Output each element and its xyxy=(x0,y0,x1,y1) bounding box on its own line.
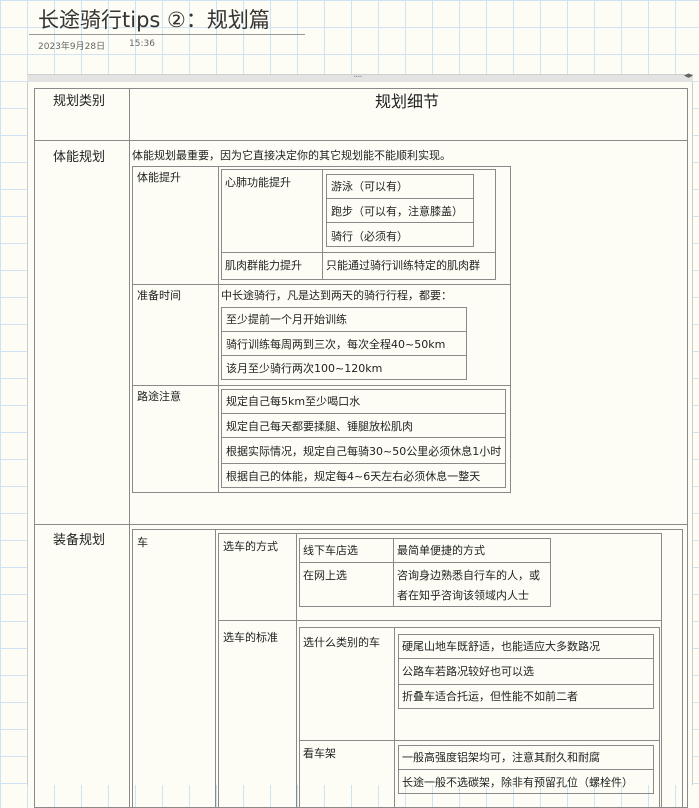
frame-label: 看车架 xyxy=(303,747,336,760)
type-item-box-3 xyxy=(398,684,654,709)
container-resize-bar[interactable]: ···· ◂▸ xyxy=(27,71,693,83)
method-2-desc-line-1: 咨询身边熟悉自行车的人，或 xyxy=(397,569,540,582)
bike-label-cell xyxy=(132,529,216,808)
cardio-item-3: 骑行（必须有） xyxy=(331,230,408,243)
standard-label: 选车的标准 xyxy=(223,631,278,644)
method-label: 选车的方式 xyxy=(223,540,278,553)
route-item-2: 规定自己每天都要揉腿、锤腿放松肌肉 xyxy=(226,420,413,433)
method-2-desc-cell xyxy=(393,562,551,607)
muscle-value-cell xyxy=(322,252,496,280)
equipment-category: 装备规划 xyxy=(53,533,106,548)
bike-label: 车 xyxy=(137,536,148,549)
boost-label: 体能提升 xyxy=(137,171,181,184)
header-detail: 规划细节 xyxy=(375,92,440,111)
type-item-3: 折叠车适合托运，但性能不如前二者 xyxy=(402,690,578,703)
method-2-name: 在网上选 xyxy=(303,569,347,582)
prep-item-1: 至少提前一个月开始训练 xyxy=(226,313,347,326)
prep-label: 准备时间 xyxy=(137,289,181,302)
header-category: 规划类别 xyxy=(53,94,106,109)
cardio-item-2: 跑步（可以有，注意膝盖） xyxy=(331,205,463,218)
type-item-1: 硬尾山地车既舒适，也能适应大多数路况 xyxy=(402,640,600,653)
prep-intro: 中长途骑行，凡是达到两天的骑行行程，都要： xyxy=(221,289,452,302)
page-title: 长途骑行tips ②：规划篇 xyxy=(38,8,270,32)
route-item-1: 规定自己每5km至少喝口水 xyxy=(226,395,361,408)
route-label: 路途注意 xyxy=(137,390,181,403)
prep-item-box-3 xyxy=(221,355,467,380)
drag-grip-icon[interactable]: ···· xyxy=(353,72,363,83)
method-1-name: 线下车店选 xyxy=(303,544,358,557)
physical-intro: 体能规划最重要，因为它直接决定你的其它规划能不能顺利实现。 xyxy=(132,149,451,162)
route-item-box-4 xyxy=(221,463,506,488)
note-time: 15:36 xyxy=(129,39,155,49)
cardio-item-box-3 xyxy=(326,222,474,247)
route-item-4: 根据自己的体能，规定每4~6天左右必须休息一整天 xyxy=(226,470,481,483)
title-divider xyxy=(29,34,305,35)
equipment-category-cell xyxy=(34,524,130,808)
resize-arrows-icon[interactable]: ◂▸ xyxy=(683,71,693,81)
prep-item-2: 骑行训练每周两到三次，每次全程40~50km xyxy=(226,338,446,351)
frame-item-2: 长途一般不选碳架，除非有预留孔位（螺栓件） xyxy=(402,776,633,789)
type-label: 选什么类别的车 xyxy=(303,636,380,649)
standard-label-cell xyxy=(218,620,297,808)
muscle-value: 只能通过骑行训练特定的肌肉群 xyxy=(326,259,480,272)
physical-category: 体能规划 xyxy=(53,150,106,165)
frame-item-1: 一般高强度铝架均可，注意其耐久和耐腐 xyxy=(402,751,600,764)
cardio-item-1: 游泳（可以有） xyxy=(331,180,408,193)
note-container: 规划类别 规划细节 体能规划 体能规划最重要，因为它直接决定你的其它规划能不能顺… xyxy=(27,82,693,808)
muscle-label: 肌肉群能力提升 xyxy=(225,259,302,272)
prep-item-3: 该月至少骑行两次100~120km xyxy=(226,362,383,375)
cardio-label: 心肺功能提升 xyxy=(225,176,291,189)
physical-category-cell xyxy=(34,140,130,525)
method-2-desc-line-2: 者在知乎咨询该领域内人士 xyxy=(397,589,529,602)
route-label-cell xyxy=(132,385,219,493)
type-item-2: 公路车若路况较好也可以选 xyxy=(402,665,534,678)
route-item-3: 根据实际情况，规定自己每骑30~50公里必须休息1小时 xyxy=(226,445,502,458)
note-date: 2023年9月28日 xyxy=(38,42,106,52)
method-1-desc: 最简单便捷的方式 xyxy=(397,544,485,557)
